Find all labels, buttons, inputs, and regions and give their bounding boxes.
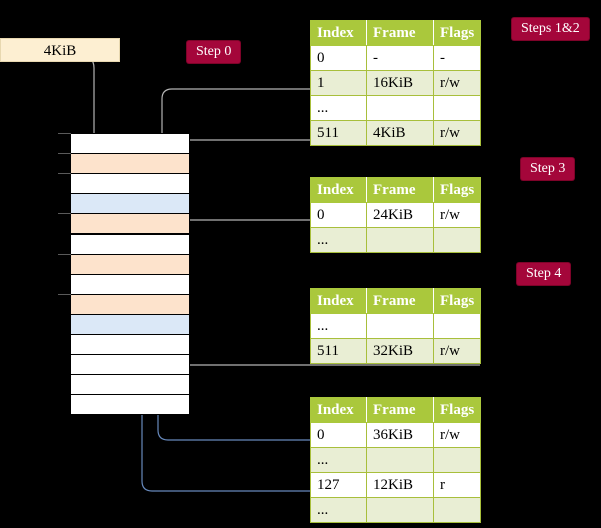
- table-row: ...: [310, 313, 482, 339]
- memory-tick-mark: [58, 133, 71, 134]
- cell-frame: 32KiB: [366, 338, 434, 364]
- memory-frame-row: [70, 273, 190, 295]
- cell-index: 511: [310, 120, 367, 146]
- physical-memory-column: [58, 133, 190, 416]
- cell-flags: [432, 497, 482, 523]
- cell-frame: [366, 227, 434, 253]
- cell-flags: -: [432, 45, 482, 71]
- badge-step-3: Step 3: [521, 158, 575, 180]
- memory-frame-row: [70, 354, 190, 376]
- memory-tick-mark: [58, 173, 71, 175]
- memory-size-label: 4KiB: [0, 38, 120, 62]
- cell-frame: [366, 447, 434, 473]
- memory-frame-row: [70, 374, 190, 396]
- memory-frame-row: [70, 173, 190, 195]
- memory-frame-row: [70, 394, 190, 416]
- cell-frame: [366, 497, 434, 523]
- memory-frame-row: [70, 193, 190, 215]
- cell-flags: r/w: [432, 202, 482, 228]
- cell-index: 1: [310, 70, 367, 96]
- cell-index: 0: [310, 422, 367, 448]
- cell-flags: r/w: [432, 120, 482, 146]
- memory-frame-row: [70, 334, 190, 356]
- cell-index: ...: [310, 227, 367, 253]
- cell-frame: 12KiB: [366, 472, 434, 498]
- cell-index: ...: [310, 95, 367, 121]
- memory-tick-mark: [58, 293, 71, 295]
- cell-index: 127: [310, 472, 367, 498]
- cell-flags: r/w: [432, 338, 482, 364]
- column-header-index: Index: [310, 397, 367, 423]
- table-row: ...: [310, 497, 482, 523]
- memory-frame-row: [70, 213, 190, 235]
- cell-index: 511: [310, 338, 367, 364]
- table-row: ...: [310, 95, 482, 121]
- cell-frame: 36KiB: [366, 422, 434, 448]
- cell-flags: [432, 227, 482, 253]
- cell-index: ...: [310, 313, 367, 339]
- cell-flags: [432, 313, 482, 339]
- memory-tick-mark: [58, 253, 71, 255]
- memory-frame-row: [70, 253, 190, 275]
- column-header-frame: Frame: [366, 288, 434, 314]
- column-header-frame: Frame: [366, 177, 434, 203]
- cell-flags: r: [432, 472, 482, 498]
- cell-flags: [432, 95, 482, 121]
- cell-flags: r/w: [432, 422, 482, 448]
- cell-index: ...: [310, 497, 367, 523]
- table-row: ...: [310, 447, 482, 473]
- cell-frame: 16KiB: [366, 70, 434, 96]
- column-header-flags: Flags: [432, 397, 482, 423]
- column-header-frame: Frame: [366, 397, 434, 423]
- cell-frame: -: [366, 45, 434, 71]
- column-header-frame: Frame: [366, 20, 434, 46]
- badge-steps-1-2: Steps 1&2: [512, 18, 589, 40]
- table-row: 0--: [310, 45, 482, 71]
- cell-flags: [432, 447, 482, 473]
- memory-frame-row: [70, 233, 190, 255]
- memory-frame-row: [70, 133, 190, 155]
- cell-index: ...: [310, 447, 367, 473]
- memory-frame-row: [70, 313, 190, 335]
- cell-frame: [366, 313, 434, 339]
- cell-index: 0: [310, 202, 367, 228]
- column-header-flags: Flags: [432, 288, 482, 314]
- cell-flags: r/w: [432, 70, 482, 96]
- column-header-index: Index: [310, 20, 367, 46]
- memory-tick-mark: [58, 153, 71, 155]
- badge-step-0: Step 0: [187, 41, 241, 63]
- table-row: ...: [310, 227, 482, 253]
- memory-frame-row: [70, 153, 190, 175]
- cell-frame: 4KiB: [366, 120, 434, 146]
- cell-index: 0: [310, 45, 367, 71]
- cell-frame: 24KiB: [366, 202, 434, 228]
- column-header-flags: Flags: [432, 177, 482, 203]
- memory-frame-row: [70, 293, 190, 315]
- cell-frame: [366, 95, 434, 121]
- memory-tick-mark: [58, 213, 71, 215]
- column-header-index: Index: [310, 177, 367, 203]
- badge-step-4: Step 4: [517, 263, 571, 285]
- column-header-index: Index: [310, 288, 367, 314]
- column-header-flags: Flags: [432, 20, 482, 46]
